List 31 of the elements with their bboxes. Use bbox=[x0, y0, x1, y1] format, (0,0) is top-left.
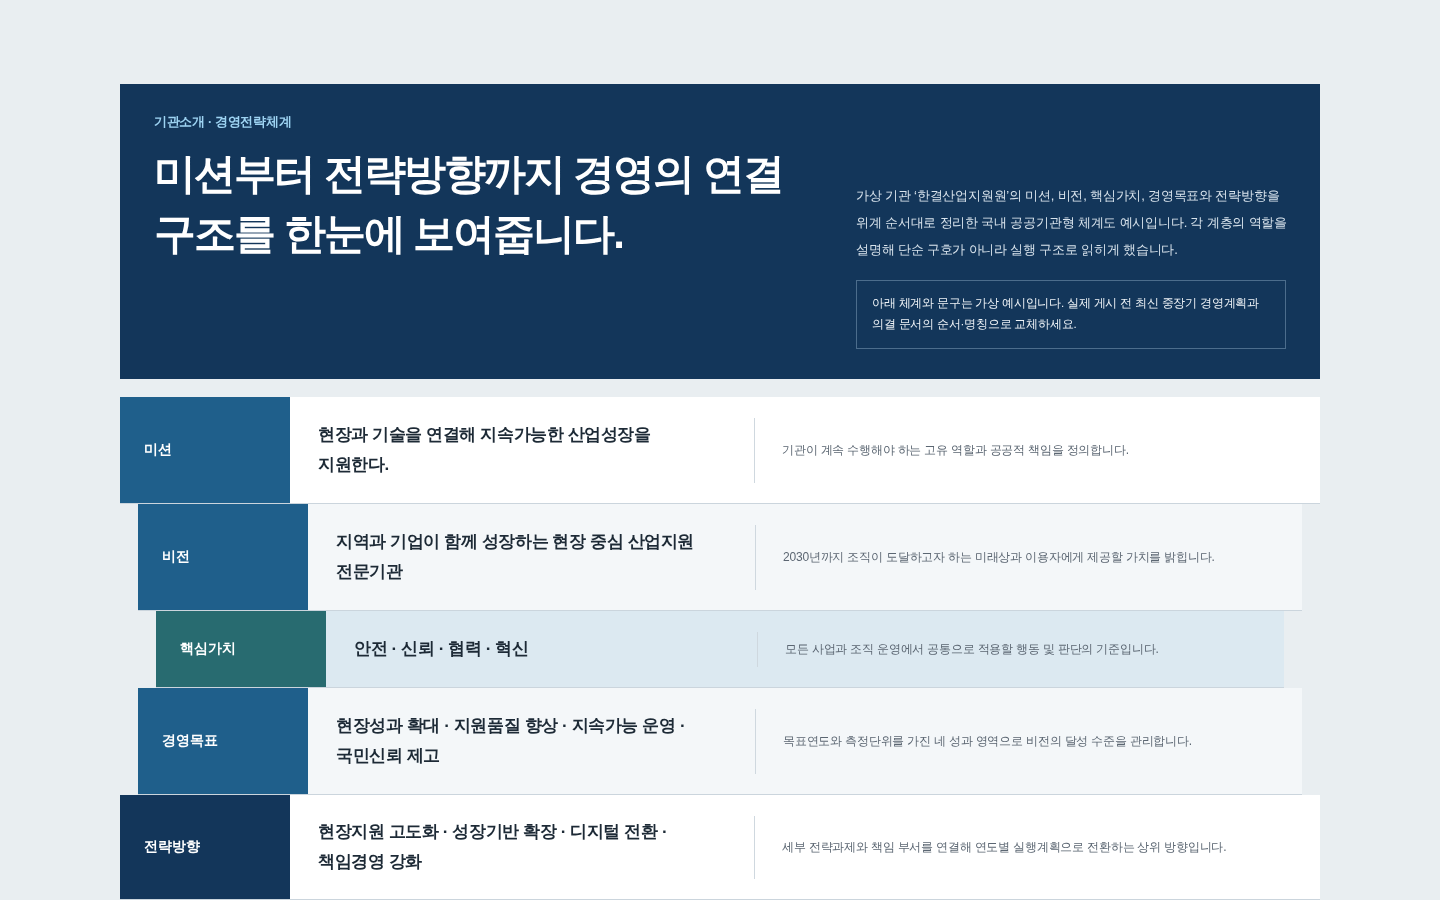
statement-text: 지역과 기업이 함께 성장하는 현장 중심 산업지원 전문기관 bbox=[336, 531, 695, 583]
tier-label-box bbox=[120, 795, 290, 899]
layer-row bbox=[138, 504, 1302, 611]
tier-label: 경영목표 bbox=[162, 732, 218, 750]
tier-label: 미션 bbox=[144, 441, 172, 459]
header-panel bbox=[120, 84, 1320, 379]
tier-label-box bbox=[138, 688, 308, 794]
tier-label: 핵심가치 bbox=[180, 640, 236, 658]
layer-row bbox=[156, 611, 1284, 688]
tier-label-box bbox=[120, 397, 290, 503]
layer-row bbox=[120, 795, 1320, 900]
description-text: 기관이 계속 수행해야 하는 고유 역할과 공공적 책임을 정의합니다. bbox=[782, 442, 1129, 459]
layer-row bbox=[138, 688, 1302, 795]
statement-text: 안전 · 신뢰 · 협력 · 혁신 bbox=[354, 638, 529, 660]
page-heading: 미션부터 전략방향까지 경영의 연결 구조를 한눈에 보여줍니다. bbox=[154, 149, 784, 259]
eyebrow-text: 기관소개 · 경영전략체계 bbox=[154, 114, 292, 131]
statement-text: 현장성과 확대 · 지원품질 향상 · 지속가능 운영 · 국민신뢰 제고 bbox=[336, 715, 687, 767]
tier-label-box bbox=[156, 611, 326, 687]
tier-label: 전략방향 bbox=[144, 838, 200, 856]
note-box bbox=[856, 280, 1286, 349]
description-text: 목표연도와 측정단위를 가진 네 성과 영역으로 비전의 달성 수준을 관리합니다. bbox=[783, 733, 1192, 750]
statement-text: 현장과 기술을 연결해 지속가능한 산업성장을 지원한다. bbox=[318, 424, 652, 476]
description-text: 세부 전략과제와 책임 부서를 연결해 연도별 실행계획으로 전환하는 상위 방향입니다. bbox=[782, 839, 1227, 856]
intro-text: 가상 기관 ‘한결산업지원원’의 미션, 비전, 핵심가치, 경영목표와 전략방향을 위계 순서대로 정리한 국내 공공기관형 체계도 예시입니다. 각 계층의 역할을 설명해 단순 구호가 아니라 실행 구조로 읽히게 했습니다. bbox=[856, 187, 1288, 259]
description-text: 2030년까지 조직이 도달하고자 하는 미래상과 이용자에게 제공할 가치를 밝힙니다. bbox=[783, 549, 1215, 566]
statement-text: 현장지원 고도화 · 성장기반 확장 · 디지털 전환 · 책임경영 강화 bbox=[318, 821, 669, 873]
tier-label: 비전 bbox=[162, 548, 190, 566]
tier-label-box bbox=[138, 504, 308, 610]
layer-row bbox=[120, 397, 1320, 504]
note-text: 아래 체계와 문구는 가상 예시입니다. 실제 게시 전 최신 중장기 경영계획과 의결 문서의 순서·명칭으로 교체하세요. bbox=[872, 296, 1260, 332]
description-text: 모든 사업과 조직 운영에서 공통으로 적용할 행동 및 판단의 기준입니다. bbox=[785, 641, 1159, 658]
